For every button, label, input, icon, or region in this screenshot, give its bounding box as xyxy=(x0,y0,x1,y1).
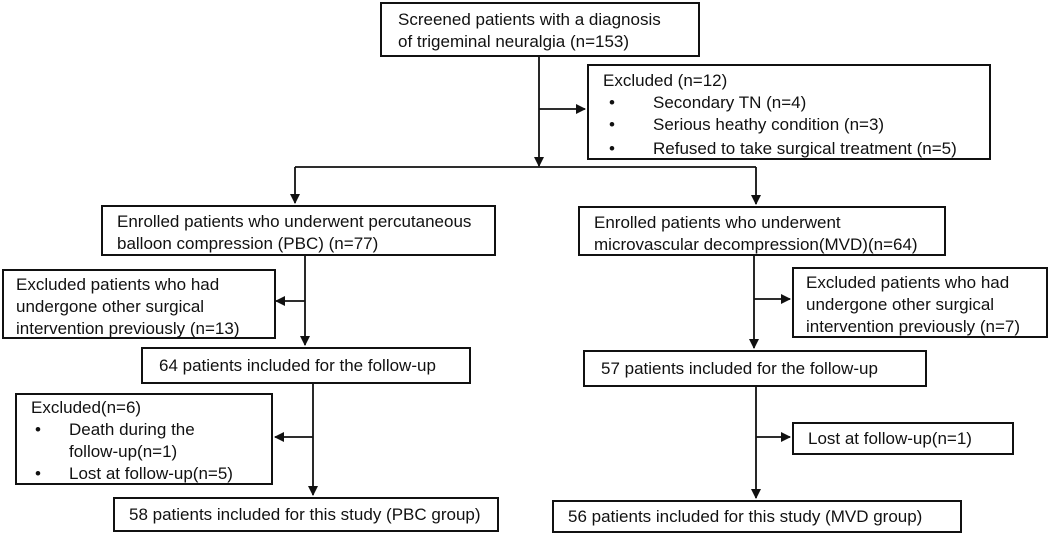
pbc-enrolled-box: Enrolled patients who underwent percutan… xyxy=(101,205,496,256)
mvd-enrolled-line-1: Enrolled patients who underwent xyxy=(594,213,841,232)
mvd-final-text: 56 patients included for this study (MVD… xyxy=(568,507,923,526)
pbc-lost-line-1: Lost at follow-up(n=5) xyxy=(69,464,233,483)
excluded-top-box: Excluded (n=12) Secondary TN (n=4) Serio… xyxy=(587,64,991,160)
pbc-excluded-prior-box: Excluded patients who had undergone othe… xyxy=(2,269,276,339)
screened-line-2: of trigeminal neuralgia (n=153) xyxy=(398,32,630,51)
excluded-top-item: Secondary TN (n=4) xyxy=(603,92,975,114)
excluded-top-item: Serious heathy condition (n=3) xyxy=(603,114,975,136)
mvd-excluded-prior-line-1: Excluded patients who had xyxy=(806,273,1010,292)
pbc-final-box: 58 patients included for this study (PBC… xyxy=(113,497,499,532)
pbc-enrolled-line-1: Enrolled patients who underwent percutan… xyxy=(117,212,472,231)
pbc-followup-text: 64 patients included for the follow-up xyxy=(159,356,436,375)
pbc-excluded-followup-box: Excluded(n=6) Death during the follow-up… xyxy=(15,393,273,485)
pbc-excluded-followup-item: Death during the follow-up(n=1) xyxy=(29,419,257,463)
pbc-enrolled-line-2: balloon compression (PBC) (n=77) xyxy=(117,234,379,253)
mvd-lost-text: Lost at follow-up(n=1) xyxy=(808,429,972,448)
mvd-excluded-prior-line-3: intervention previously (n=7) xyxy=(806,317,1021,336)
pbc-excluded-prior-line-3: intervention previously (n=13) xyxy=(16,319,240,338)
pbc-death-line-2: follow-up(n=1) xyxy=(69,442,178,461)
excluded-top-item: Refused to take surgical treatment (n=5) xyxy=(603,138,975,160)
mvd-enrolled-box: Enrolled patients who underwent microvas… xyxy=(578,206,946,256)
pbc-excluded-followup-list: Death during the follow-up(n=1) Lost at … xyxy=(29,419,257,485)
pbc-excluded-followup-item: Lost at follow-up(n=5) xyxy=(29,463,257,485)
screened-line-1: Screened patients with a diagnosis xyxy=(398,10,661,29)
mvd-excluded-prior-box: Excluded patients who had undergone othe… xyxy=(792,267,1048,338)
pbc-followup-box: 64 patients included for the follow-up xyxy=(141,347,471,384)
pbc-death-line-1: Death during the xyxy=(69,420,195,439)
mvd-followup-box: 57 patients included for the follow-up xyxy=(583,350,927,387)
pbc-final-text: 58 patients included for this study (PBC… xyxy=(129,505,481,524)
screened-box: Screened patients with a diagnosis of tr… xyxy=(380,2,700,57)
excluded-top-list: Secondary TN (n=4) Serious heathy condit… xyxy=(603,92,975,160)
mvd-enrolled-line-2: microvascular decompression(MVD)(n=64) xyxy=(594,235,918,254)
pbc-excluded-followup-title: Excluded(n=6) xyxy=(31,398,142,417)
mvd-final-box: 56 patients included for this study (MVD… xyxy=(552,500,962,533)
excluded-top-title: Excluded (n=12) xyxy=(603,71,728,90)
mvd-lost-box: Lost at follow-up(n=1) xyxy=(792,422,1014,455)
mvd-followup-text: 57 patients included for the follow-up xyxy=(601,359,878,378)
pbc-excluded-prior-line-2: undergone other surgical xyxy=(16,297,205,316)
pbc-excluded-prior-line-1: Excluded patients who had xyxy=(16,275,220,294)
mvd-excluded-prior-line-2: undergone other surgical xyxy=(806,295,995,314)
